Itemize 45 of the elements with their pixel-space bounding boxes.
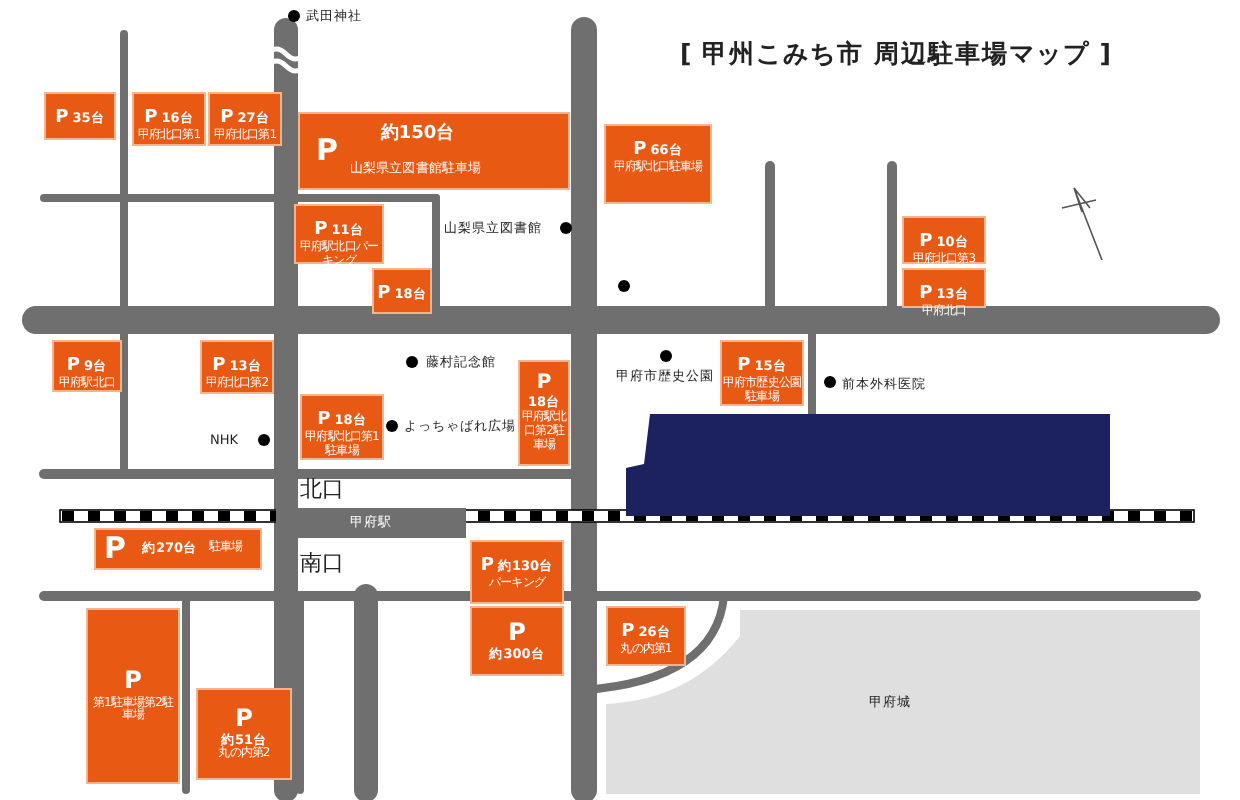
- parking-mark: P: [633, 140, 647, 160]
- parking-sign: [518, 360, 570, 466]
- parking-sign: [200, 340, 274, 394]
- parking-mark: P: [220, 108, 234, 128]
- parking-sign: [298, 112, 570, 190]
- parking-mark: P: [508, 620, 526, 646]
- parking-mark: P: [144, 108, 158, 128]
- parking-sign: [372, 268, 432, 314]
- parking-sign: [604, 124, 712, 204]
- parking-sign: [470, 606, 564, 676]
- parking-mark: P: [314, 220, 328, 240]
- parking-mark: P: [104, 533, 126, 565]
- space-count: 約150台: [378, 126, 457, 145]
- parking-mark: P: [480, 556, 495, 576]
- parking-sign: [208, 92, 282, 146]
- parking-sign: [606, 606, 686, 666]
- parking-sign: [300, 394, 384, 460]
- parking-mark: P: [536, 373, 552, 395]
- parking-mark: P: [317, 410, 331, 430]
- parking-sign: [44, 92, 116, 140]
- parking-sign: [132, 92, 206, 146]
- parking-sign: [52, 340, 122, 392]
- parking-sign: [86, 608, 180, 784]
- parking-sign: [294, 204, 384, 264]
- exit-label: 北口: [300, 474, 344, 504]
- parking-mark: P: [124, 667, 142, 694]
- station-box: [276, 508, 466, 538]
- parking-mark: P: [737, 356, 751, 376]
- parking-sign: [196, 688, 292, 780]
- parking-mark: P: [235, 705, 253, 732]
- parking-mark: P: [621, 622, 635, 642]
- parking-mark: P: [212, 356, 226, 376]
- parking-mark: P: [66, 356, 81, 376]
- parking-sign: [470, 540, 564, 604]
- parking-sign: [902, 216, 986, 264]
- parking-mark: P: [55, 108, 69, 128]
- parking-sign: [720, 340, 804, 406]
- parking-mark: P: [919, 232, 933, 252]
- parking-mark: P: [919, 284, 933, 304]
- parking-mark: P: [316, 135, 338, 167]
- venue-area: [626, 414, 1110, 516]
- map-title: [ 甲州こみち市 周辺駐車場マップ ]: [680, 38, 1112, 72]
- parking-mark: P: [377, 284, 391, 304]
- exit-label: 南口: [300, 548, 344, 578]
- parking-sign: [94, 528, 262, 570]
